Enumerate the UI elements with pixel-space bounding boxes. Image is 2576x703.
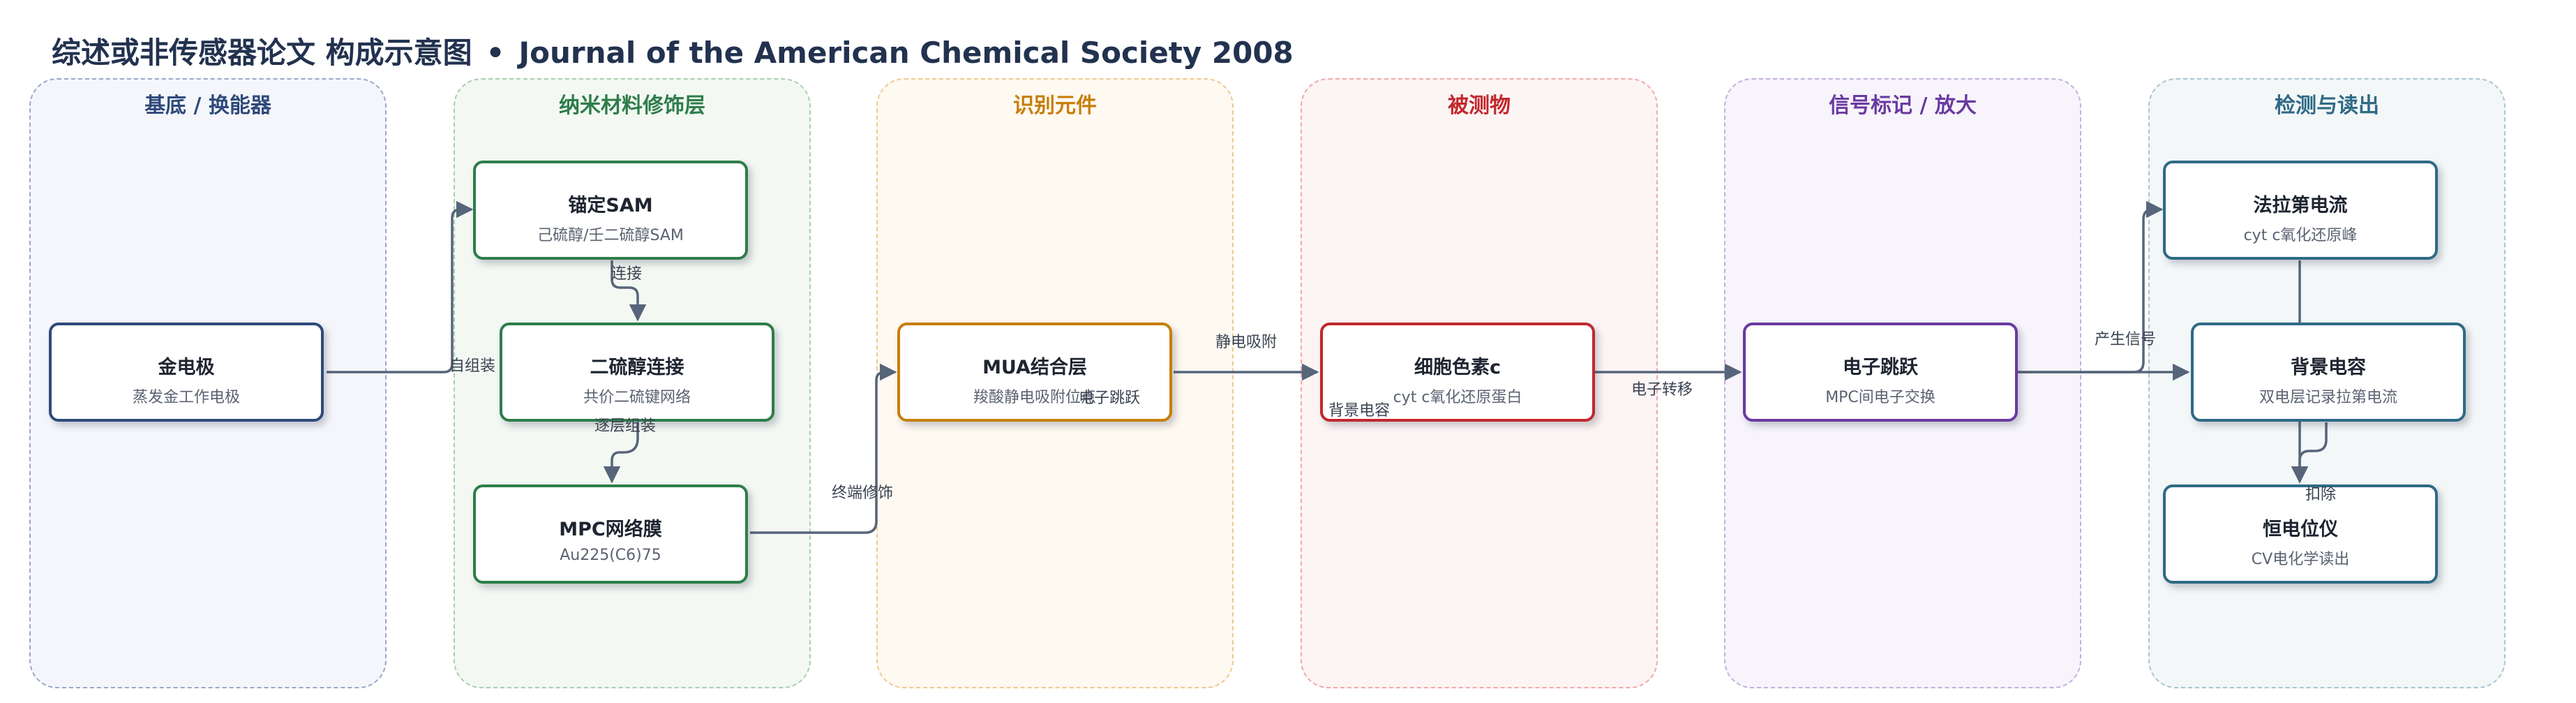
edge-label-terminal-modification: 终端修饰 [832,484,894,502]
node-subtitle: cyt c氧化还原峰 [2243,227,2358,244]
edge-label-electron-transfer: 电子转移 [1631,381,1693,399]
lane-title-substrate: 基底 / 换能器 [144,94,271,118]
lane-title-signal: 信号标记 / 放大 [1829,94,1977,118]
edge-electrode-to-sam [327,200,474,373]
edge-mpc-to-mua [750,363,897,534]
node-electron-hopping[interactable]: 电子跳跃 MPC间电子交换 [1743,323,2018,422]
node-mua-layer[interactable]: MUA结合层 羧酸静电吸附位点 [897,323,1172,422]
node-subtitle: CV电化学读出 [2251,551,2350,568]
edge-label-self-assembly: 自组装 [449,357,496,375]
node-name: 恒电位仪 [2263,519,2338,540]
edge-label-electrostatic-adsorption: 静电吸附 [1215,334,1278,351]
edge-capacitance-to-potentiostat [2291,422,2328,484]
node-name: 背景电容 [2291,357,2366,378]
node-mpc-film[interactable]: MPC网络膜 Au225(C6)75 [473,484,748,584]
node-subtitle: MPC间电子交换 [1825,389,1935,406]
edge-dithiol-to-mpc [603,422,639,484]
node-subtitle: 己硫醇/壬二硫醇SAM [537,227,684,244]
edge-sam-to-dithiol [611,260,647,322]
node-subtitle: Au225(C6)75 [560,547,661,564]
node-subtitle: 羧酸静电吸附位点 [973,389,1096,406]
title-journal: Journal of the American Chemical Society… [518,36,1294,70]
edge-label-connect: 连接 [611,265,643,283]
node-name: MUA结合层 [982,357,1087,378]
lane-title-nano: 纳米材料修饰层 [559,94,705,118]
edge-label-generate-signal: 产生信号 [2095,331,2157,348]
node-gold-electrode[interactable]: 金电极 蒸发金工作电极 [49,323,324,422]
node-dithiol-link[interactable]: 二硫醇连接 共价二硫键网络 [500,323,774,422]
node-name: 细胞色素c [1414,357,1501,378]
node-name: 法拉第电流 [2253,195,2348,216]
node-name: 二硫醇连接 [590,357,684,378]
node-subtitle: cyt c氧化还原蛋白 [1393,389,1522,406]
edge-label-deduct: 扣除 [2305,486,2337,503]
node-potentiostat[interactable]: 恒电位仪 CV电化学读出 [2163,484,2438,584]
node-name: MPC网络膜 [559,519,662,540]
node-subtitle: 双电层记录拉第电流 [2259,389,2397,406]
node-name: 电子跳跃 [1843,357,1918,378]
edge-label-electron-hopping: 电子跳跃 [1079,390,1141,407]
node-cytochrome-c[interactable]: 细胞色素c cyt c氧化还原蛋白 [1320,323,1595,422]
lane-title-recognition: 识别元件 [1013,94,1097,118]
title-main: 综述或非传感器论文 构成示意图 [52,36,472,70]
title-separator: • [486,36,505,70]
node-anchor-sam[interactable]: 锚定SAM 己硫醇/壬二硫醇SAM [473,161,748,260]
node-subtitle: 共价二硫键网络 [583,389,691,406]
page-title: 综述或非传感器论文 构成示意图 • Journal of the American … [52,29,1294,72]
edge-label-background-capacitance: 背景电容 [1328,402,1391,420]
lane-title-analyte: 被测物 [1448,94,1511,118]
node-subtitle: 蒸发金工作电极 [132,389,240,406]
node-name: 锚定SAM [568,195,653,216]
node-faradaic-current[interactable]: 法拉第电流 cyt c氧化还原峰 [2163,161,2438,260]
edge-hopping-to-faradaic [2018,200,2164,373]
lane-title-readout: 检测与读出 [2275,94,2379,118]
edge-label-layer-by-layer: 逐层组装 [594,417,657,435]
node-name: 金电极 [158,357,215,378]
node-background-capacitance[interactable]: 背景电容 双电层记录拉第电流 [2191,323,2466,422]
